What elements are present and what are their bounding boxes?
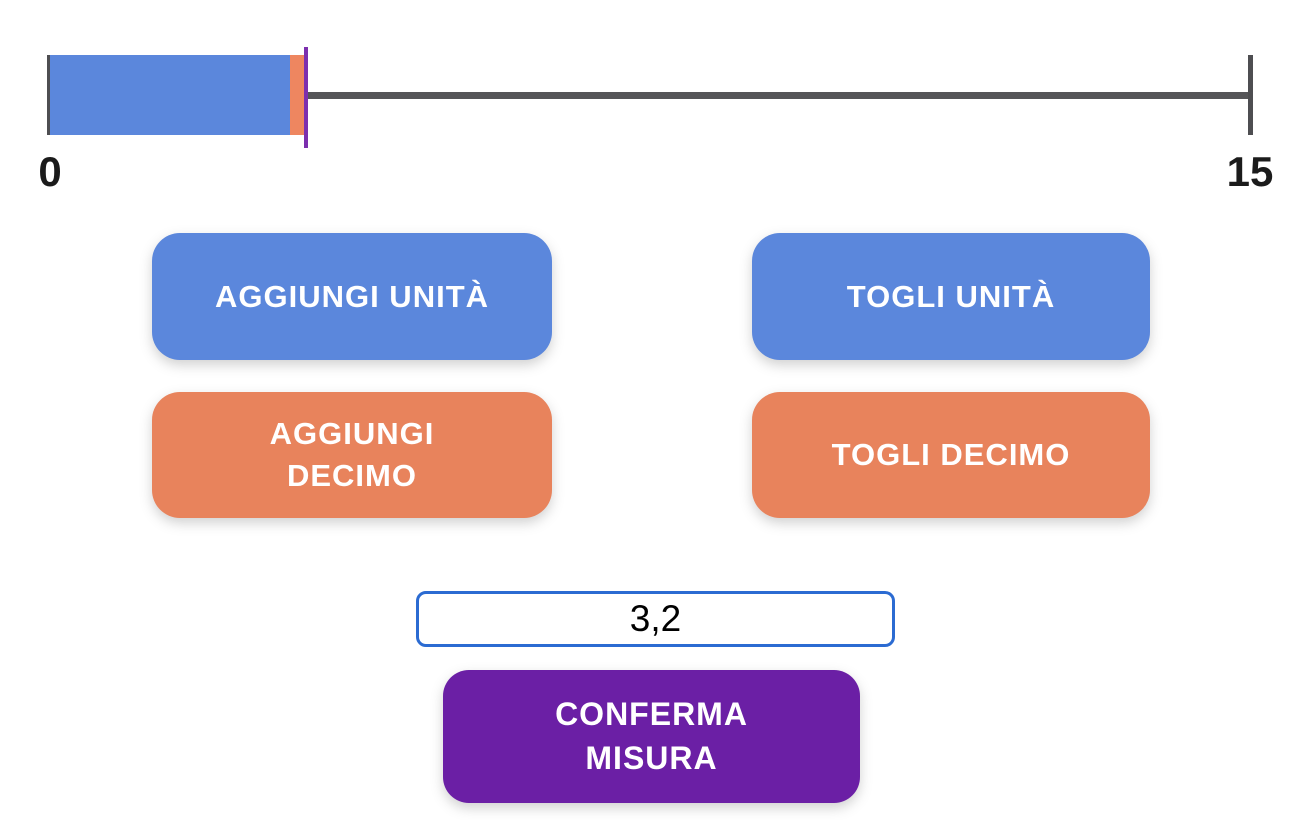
current-value-marker <box>304 47 308 148</box>
number-line-end-tick <box>1248 55 1253 135</box>
remove-unit-button[interactable]: TOGLI UNITÀ <box>752 233 1150 360</box>
add-tenth-button[interactable]: AGGIUNGI DECIMO <box>152 392 552 518</box>
add-unit-button[interactable]: AGGIUNGI UNITÀ <box>152 233 552 360</box>
min-label: 0 <box>38 148 62 195</box>
max-label: 15 <box>1226 148 1274 195</box>
number-line-track <box>308 92 1250 99</box>
tenths-bar <box>290 55 306 135</box>
remove-tenth-button[interactable]: TOGLI DECIMO <box>752 392 1150 518</box>
confirm-measure-button[interactable]: CONFERMA MISURA <box>443 670 860 803</box>
units-bar <box>50 55 290 135</box>
measure-input[interactable] <box>416 591 895 647</box>
number-line-start-tick <box>47 55 51 135</box>
